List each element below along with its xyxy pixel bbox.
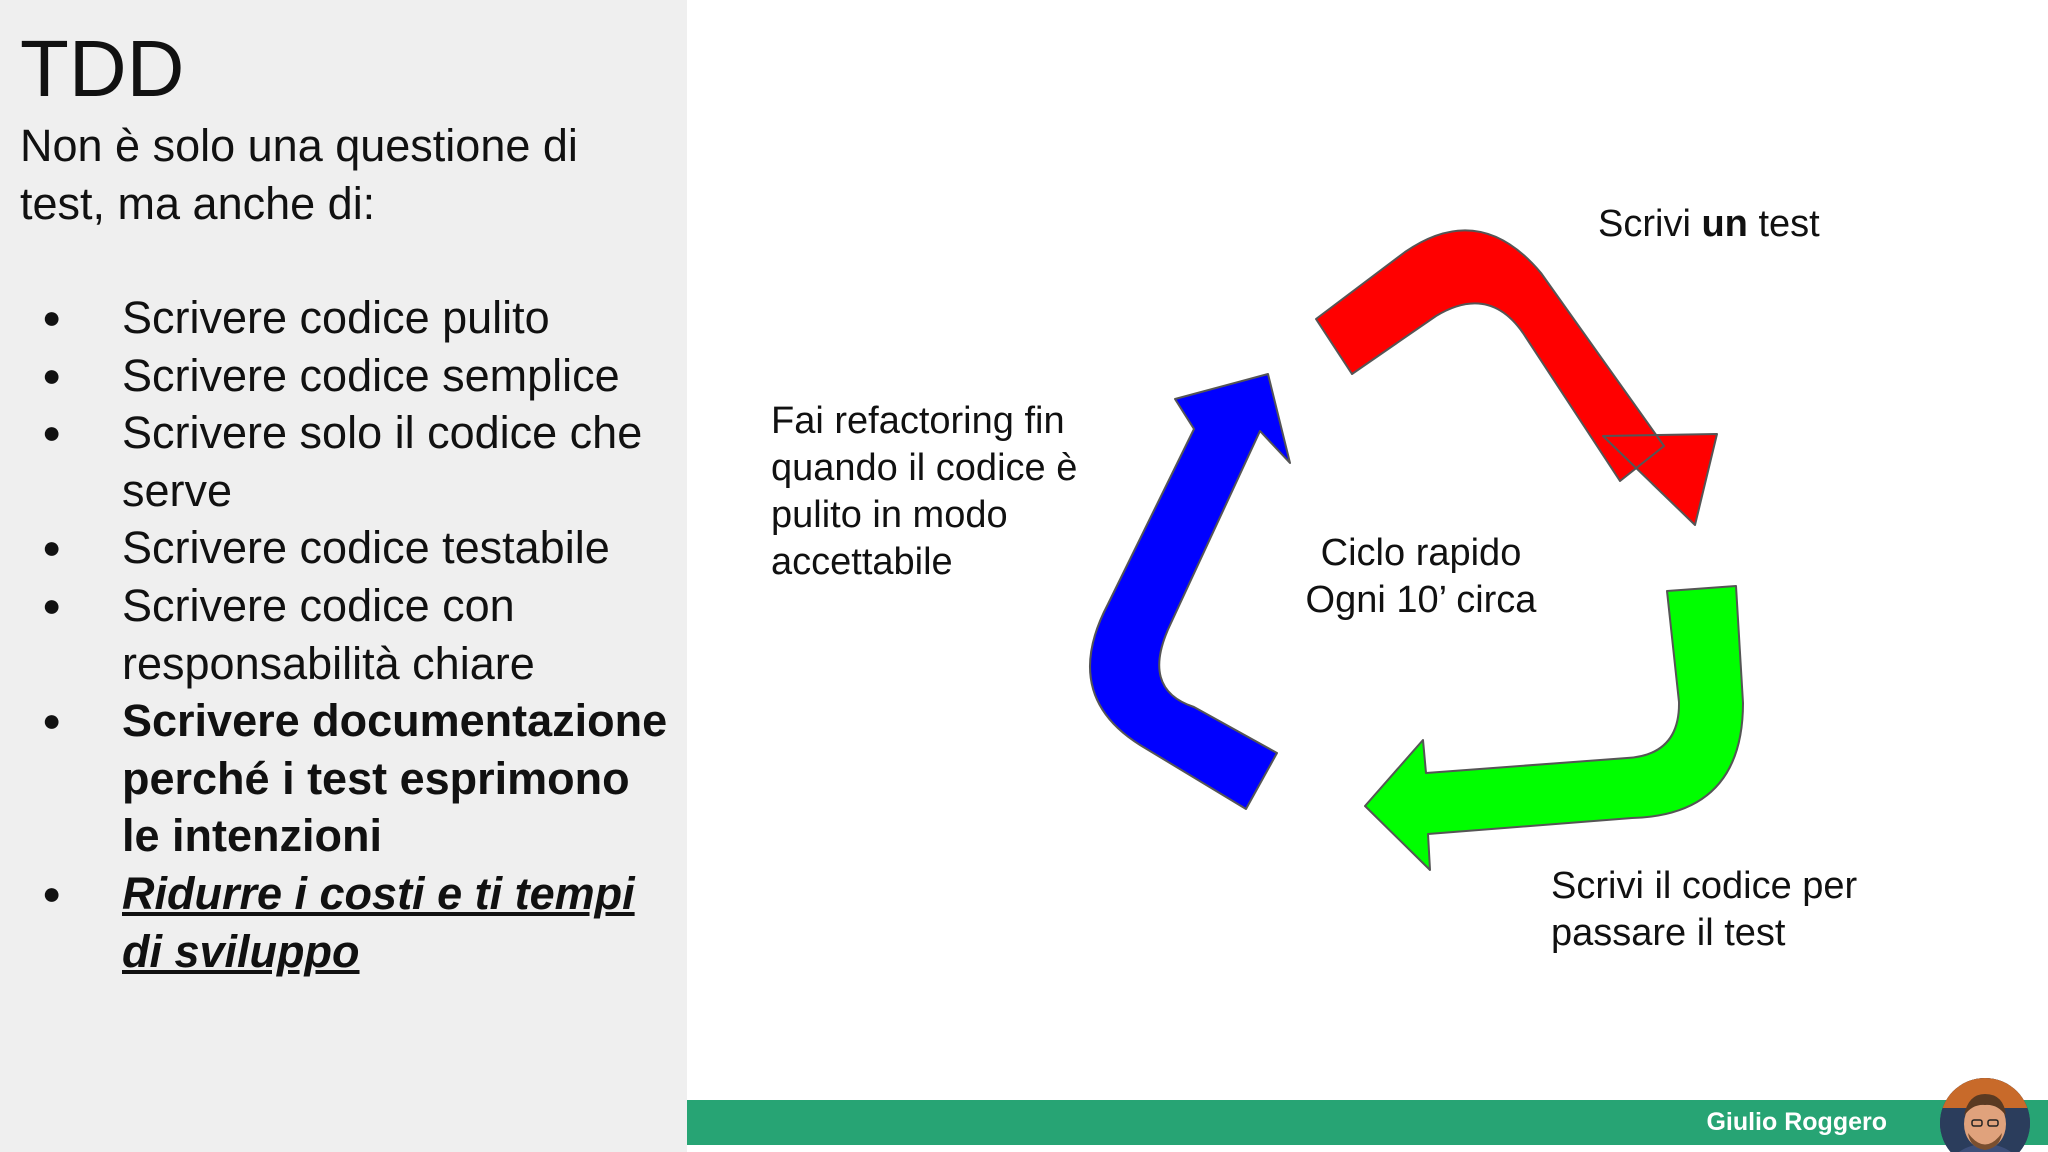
bullet-dot-icon: ● <box>42 874 62 911</box>
label-cycle-line1: Ciclo rapido <box>1320 532 1522 574</box>
bullet-dot-icon: ● <box>42 299 62 335</box>
bullet-text: Scrivere codice con responsabilità chiar… <box>122 579 535 689</box>
bullet-item: ● Scrivere codice semplice <box>0 347 687 405</box>
label-cycle-line2: Ogni 10’ circa <box>1305 579 1537 621</box>
green-arrow <box>1364 585 1744 871</box>
bullet-text: Scrivere solo il codice che serve <box>122 407 643 516</box>
label-cycle: Ciclo rapido Ogni 10’ circa <box>1290 530 1552 624</box>
bullet-text: Scrivere codice pulito <box>122 292 550 343</box>
blue-arrow <box>1089 373 1291 810</box>
slide-subtitle: Non è solo una questione di test, ma anc… <box>20 120 578 229</box>
bullet-item: ● Scrivere codice con responsabilità chia… <box>0 577 687 692</box>
bullet-item: ● Scrivere documentazione perché i test e… <box>0 692 687 865</box>
presenter-name: Giulio Roggero <box>1706 1108 1887 1136</box>
bullet-text: Scrivere codice semplice <box>122 349 620 401</box>
label-refactor: Fai refactoring fin quando il codice è p… <box>771 400 1078 583</box>
bullet-text: Scrivere codice testabile <box>122 522 610 574</box>
bullet-item: ● Scrivere codice testabile <box>0 519 687 577</box>
left-text-panel: TDD Non è solo una questione di test, ma… <box>0 0 687 1152</box>
bullet-text: Scrivere documentazione perché i test es… <box>122 695 668 862</box>
bullet-dot-icon: ● <box>42 529 62 566</box>
footer-bar: Giulio Roggero <box>687 1100 2048 1145</box>
bullet-list: ● Scrivere codice pulito ● Scrivere codice … <box>0 289 687 980</box>
avatar-portrait-icon <box>1940 1078 2030 1152</box>
bullet-dot-icon: ● <box>42 702 62 739</box>
bullet-item: ● Ridurre i costi e ti tempi di sviluppo <box>0 865 687 980</box>
bullet-text: Ridurre i costi e ti tempi di sviluppo <box>122 867 635 977</box>
label-write-test: Scrivi un test <box>1598 203 1820 245</box>
bullet-dot-icon: ● <box>42 414 62 451</box>
bullet-dot-icon: ● <box>42 356 62 393</box>
bullet-item: ● Scrivere codice pulito <box>0 289 687 347</box>
bullet-item: ● Scrivere solo il codice che serve <box>0 404 687 519</box>
presenter-avatar <box>1940 1078 2030 1152</box>
red-arrow <box>1315 229 1718 526</box>
label-write-code: Scrivi il codice per passare il test <box>1551 865 1858 954</box>
bullet-dot-icon: ● <box>42 586 62 623</box>
slide-title: TDD <box>20 24 185 113</box>
